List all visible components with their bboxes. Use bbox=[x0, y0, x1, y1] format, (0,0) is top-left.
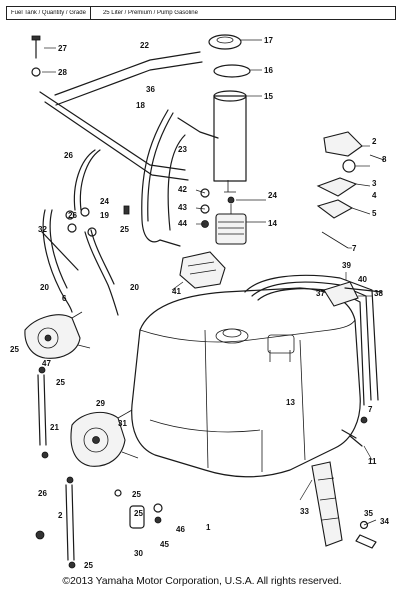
callout-25e: 25 bbox=[134, 509, 143, 518]
callout-25f: 25 bbox=[84, 561, 93, 570]
copyright-notice: ©2013 Yamaha Motor Corporation, U.S.A. A… bbox=[62, 575, 342, 587]
callout-37: 37 bbox=[316, 289, 325, 298]
callout-32: 32 bbox=[38, 225, 47, 234]
leader-lines bbox=[42, 39, 377, 526]
callout-41: 41 bbox=[172, 287, 181, 296]
callout-26: 26 bbox=[64, 151, 73, 160]
callout-38: 38 bbox=[374, 289, 383, 298]
diagram-header: Fuel Tank / Quantity / Grade 25 Liter / … bbox=[6, 6, 396, 20]
callout-25c: 25 bbox=[56, 378, 65, 387]
hose-assembly bbox=[39, 51, 219, 316]
callout-2b: 2 bbox=[58, 511, 63, 520]
callout-33: 33 bbox=[300, 507, 309, 516]
fitting-parts bbox=[114, 489, 163, 529]
callout-31: 31 bbox=[118, 419, 127, 428]
callout-3: 3 bbox=[372, 179, 377, 188]
callout-30: 30 bbox=[134, 549, 143, 558]
fuel-pump-lower bbox=[70, 409, 139, 467]
bolt-set bbox=[31, 35, 41, 77]
callout-24b: 24 bbox=[100, 197, 109, 206]
callout-19: 19 bbox=[100, 211, 109, 220]
callout-2: 2 bbox=[372, 137, 377, 146]
mounting-bracket bbox=[311, 461, 377, 549]
callout-25d: 25 bbox=[132, 490, 141, 499]
header-divider bbox=[89, 7, 99, 19]
callout-1: 1 bbox=[206, 523, 211, 532]
callout-16: 16 bbox=[264, 66, 273, 75]
callout-42: 42 bbox=[178, 185, 187, 194]
connector-block bbox=[179, 251, 226, 289]
callout-21: 21 bbox=[50, 423, 59, 432]
fuel-pump-upper bbox=[24, 311, 91, 359]
tank-straps bbox=[244, 131, 385, 447]
callout-23: 23 bbox=[178, 145, 187, 154]
callout-15: 15 bbox=[264, 92, 273, 101]
fuel-gauge-unit bbox=[208, 34, 251, 193]
callout-13: 13 bbox=[286, 398, 295, 407]
callout-39: 39 bbox=[342, 261, 351, 270]
callout-20a: 20 bbox=[40, 283, 49, 292]
callout-34: 34 bbox=[380, 517, 389, 526]
callout-22: 22 bbox=[140, 41, 149, 50]
callout-44: 44 bbox=[178, 219, 187, 228]
callout-27: 27 bbox=[58, 44, 67, 53]
callout-25b: 25 bbox=[10, 345, 19, 354]
callout-labels: 27 28 22 17 16 15 36 18 23 26 2 8 3 4 5 … bbox=[10, 36, 389, 570]
callout-36: 36 bbox=[146, 85, 155, 94]
callout-35: 35 bbox=[364, 509, 373, 518]
callout-25a: 25 bbox=[120, 225, 129, 234]
callout-26b: 26 bbox=[68, 211, 77, 220]
washer-set bbox=[200, 188, 210, 228]
callout-7b: 7 bbox=[368, 405, 373, 414]
callout-20b: 20 bbox=[130, 283, 139, 292]
callout-6: 6 bbox=[62, 294, 67, 303]
header-title: Fuel Tank / Quantity / Grade bbox=[11, 10, 86, 16]
callout-8: 8 bbox=[382, 155, 387, 164]
callout-5: 5 bbox=[372, 209, 377, 218]
fuel-tank bbox=[131, 287, 361, 478]
callout-7: 7 bbox=[352, 244, 357, 253]
callout-45: 45 bbox=[160, 540, 169, 549]
callout-18: 18 bbox=[136, 101, 145, 110]
callout-17: 17 bbox=[264, 36, 273, 45]
callout-29: 29 bbox=[96, 399, 105, 408]
callout-47: 47 bbox=[42, 359, 51, 368]
callout-24a: 24 bbox=[268, 191, 277, 200]
callout-11: 11 bbox=[368, 457, 377, 466]
header-spec: 25 Liter / Premium / Pump Gasoline bbox=[102, 10, 198, 16]
clamps bbox=[35, 205, 130, 540]
callout-4: 4 bbox=[372, 191, 377, 200]
callout-26: 26 bbox=[38, 489, 47, 498]
callout-43: 43 bbox=[178, 203, 187, 212]
fuel-lines-vertical bbox=[37, 366, 76, 569]
callout-28: 28 bbox=[58, 68, 67, 77]
callout-46: 46 bbox=[176, 525, 185, 534]
callout-40: 40 bbox=[358, 275, 367, 284]
callout-14: 14 bbox=[268, 219, 277, 228]
fuel-filter bbox=[215, 196, 247, 245]
